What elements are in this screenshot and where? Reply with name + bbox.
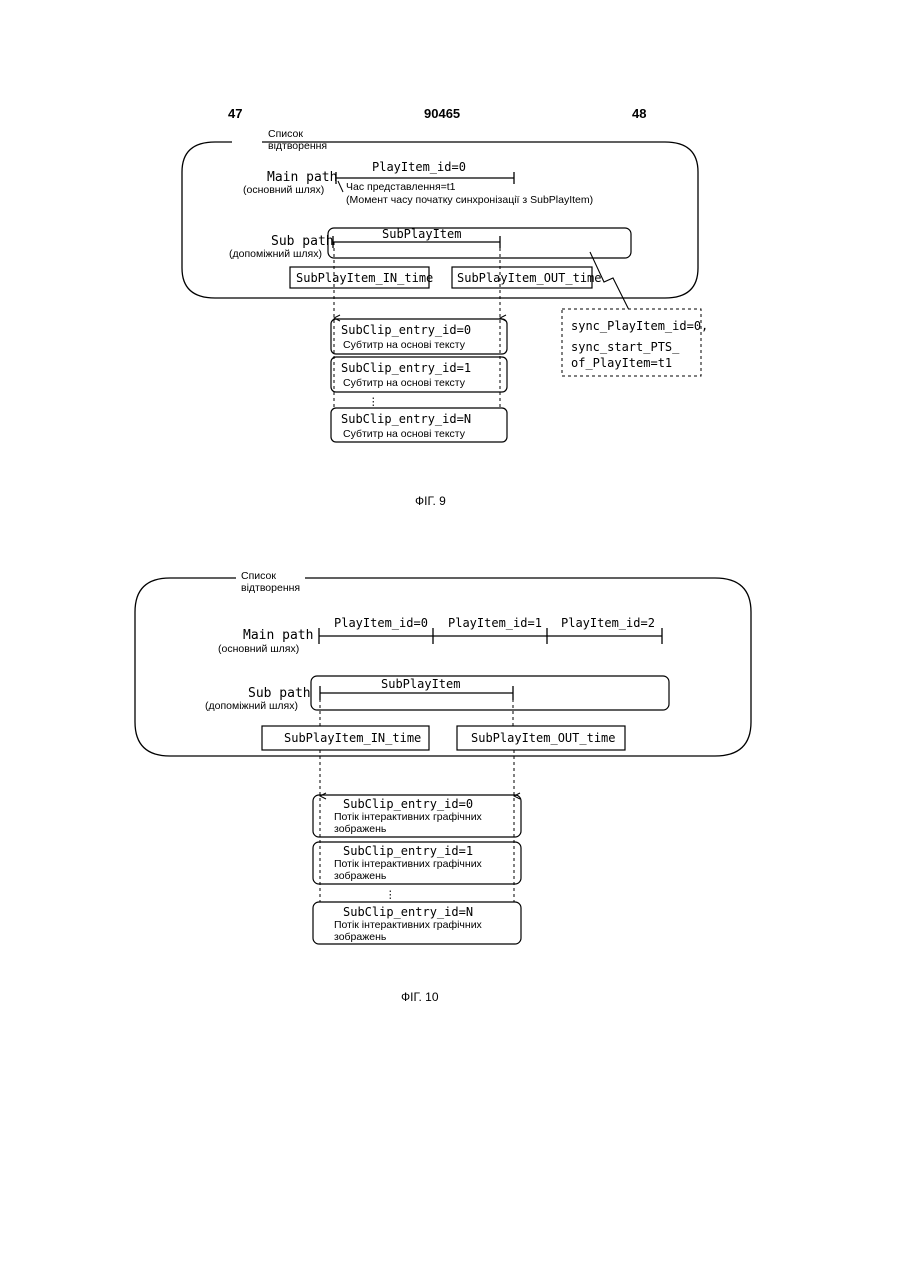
sync-playitem-id: sync_PlayItem_id=0, [571, 319, 708, 333]
subclip-entry-n-id: SubClip_entry_id=N [341, 412, 471, 426]
subclip-entry-n-desc: Потік інтерактивних графічних [334, 919, 483, 931]
playlist-frame-2 [135, 578, 751, 756]
figure-9-caption: ФІГ. 9 [415, 494, 446, 508]
sub-path-sublabel: (допоміжний шлях) [229, 248, 322, 260]
subclip-entry-0-desc: Потік інтерактивних графічних [334, 811, 483, 823]
ellipsis-dots: ⋮ [368, 396, 379, 408]
sync-start-pts: sync_start_PTS_ [571, 340, 680, 354]
page-number-left: 47 [228, 106, 242, 121]
subclip-entry-0-id: SubClip_entry_id=0 [341, 323, 471, 337]
playlist-label: Список [241, 570, 276, 582]
subplayitem-label: SubPlayItem [382, 227, 461, 241]
subclip-entry-1-desc: Субтитр на основі тексту [343, 377, 466, 389]
playlist-label-2: відтворення [268, 140, 327, 152]
subclip-entry-1-desc-2: зображень [334, 870, 387, 882]
out-time-label: SubPlayItem_OUT_time [457, 271, 602, 285]
subclip-entry-n-desc: Субтитр на основі тексту [343, 428, 466, 440]
playitem-0-label: PlayItem_id=0 [372, 160, 466, 174]
presentation-time-label: Час представлення=t1 [346, 181, 456, 193]
in-time-label: SubPlayItem_IN_time [284, 731, 421, 745]
document-number: 90465 [424, 106, 460, 121]
sync-of-playitem: of_PlayItem=t1 [571, 356, 672, 370]
playitem-2-label: PlayItem_id=2 [561, 616, 655, 630]
playlist-label-2: відтворення [241, 582, 300, 594]
playlist-label: Список [268, 128, 303, 140]
sync-moment-label: (Момент часу початку синхронізації з Sub… [346, 194, 593, 206]
main-path-sublabel: (основний шлях) [243, 184, 324, 196]
main-path-sublabel: (основний шлях) [218, 643, 299, 655]
figure-10: Список відтворення Main path (основний ш… [135, 570, 751, 1004]
in-time-label: SubPlayItem_IN_time [296, 271, 433, 285]
subclip-entry-1-id: SubClip_entry_id=1 [341, 361, 471, 375]
subplayitem-label: SubPlayItem [381, 677, 460, 691]
sub-path-box [328, 228, 631, 258]
subclip-entry-0-desc-2: зображень [334, 823, 387, 835]
sub-path-sublabel: (допоміжний шлях) [205, 700, 298, 712]
sub-path-label: Sub path [271, 234, 334, 249]
figure-9: Список відтворення Main path (основний ш… [182, 128, 708, 508]
time-pointer [338, 181, 343, 192]
page-number-right: 48 [632, 106, 646, 121]
main-path-label: Main path [243, 628, 313, 643]
subclip-entry-0-id: SubClip_entry_id=0 [343, 797, 473, 811]
subclip-entry-1-id: SubClip_entry_id=1 [343, 844, 473, 858]
sub-path-label: Sub path [248, 686, 311, 701]
ellipsis-dots: ⋮ [385, 889, 396, 901]
main-path-label: Main path [267, 170, 337, 185]
subclip-entry-0-desc: Субтитр на основі тексту [343, 339, 466, 351]
out-time-label: SubPlayItem_OUT_time [471, 731, 616, 745]
subclip-entry-n-desc-2: зображень [334, 931, 387, 943]
playitem-0-label: PlayItem_id=0 [334, 616, 428, 630]
subclip-entry-1-desc: Потік інтерактивних графічних [334, 858, 483, 870]
subclip-entry-n-id: SubClip_entry_id=N [343, 905, 473, 919]
playitem-1-label: PlayItem_id=1 [448, 616, 542, 630]
figure-10-caption: ФІГ. 10 [401, 990, 439, 1004]
